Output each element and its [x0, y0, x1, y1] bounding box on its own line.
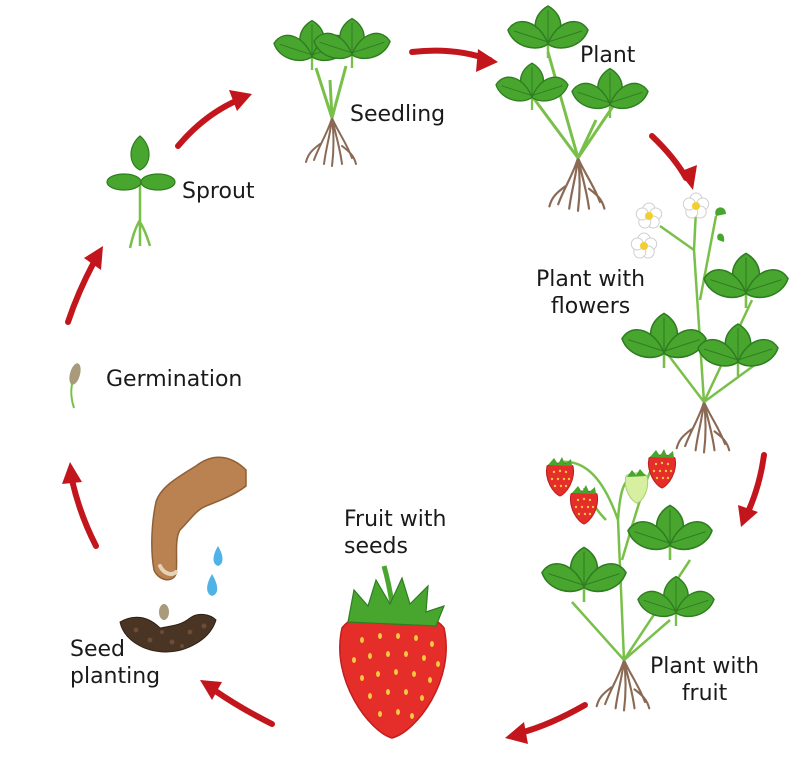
red-arrow-icon [65, 246, 103, 325]
leaf-icon [106, 135, 176, 191]
stage-label-germination: Germination [106, 367, 243, 392]
leaf-icon [540, 546, 628, 604]
hand-icon [151, 456, 247, 581]
stage-label-plant-with-flowers: Plant with flowers [536, 267, 646, 319]
stage-label-seed-planting: Seed planting [70, 637, 161, 689]
stage-label-plant: Plant [580, 43, 636, 68]
red-arrow-icon [505, 702, 588, 744]
plant-illustration [494, 4, 650, 212]
flower-icon [682, 192, 710, 219]
plant-with-flowers-illustration [620, 192, 790, 454]
seed-planting-illustration [119, 456, 247, 653]
leaf-icon [626, 504, 714, 562]
red-arrow-icon [62, 462, 99, 549]
strawberry-icon [569, 484, 599, 525]
leaf-icon [636, 575, 716, 628]
leaf-icon [702, 252, 790, 310]
leaf-icon [506, 4, 590, 60]
leaf-icon [494, 62, 570, 112]
leaf-icon [620, 312, 708, 370]
fruit-with-seeds-illustration [339, 565, 447, 739]
plant-with-fruit-illustration [540, 448, 716, 712]
red-arrow-icon [409, 47, 498, 72]
stage-label-sprout: Sprout [182, 179, 255, 204]
germination-illustration [69, 363, 81, 409]
red-arrow-icon [738, 452, 767, 527]
seed-icon [159, 604, 169, 620]
cycle-arrows [62, 47, 767, 744]
sprout-illustration [106, 135, 176, 249]
leaf-icon [570, 67, 650, 120]
strawberry-icon [339, 565, 447, 739]
strawberry-icon [647, 448, 677, 489]
leaf-icon [696, 322, 780, 378]
strawberry-icon [624, 469, 649, 504]
water-drop-icon [207, 546, 223, 596]
red-arrow-icon [200, 680, 275, 727]
soil-icon [119, 613, 217, 653]
strawberry-icon [545, 456, 575, 497]
flower-icon [635, 202, 663, 229]
red-arrow-icon [649, 133, 697, 190]
red-arrow-icon [175, 90, 252, 149]
stage-label-plant-with-fruit: Plant with fruit [650, 654, 760, 706]
flower-icon [630, 232, 658, 259]
seed-icon [69, 363, 81, 409]
seedling-illustration [272, 17, 392, 167]
stage-label-fruit-with-seeds: Fruit with seeds [344, 507, 447, 559]
stage-label-seedling: Seedling [350, 102, 446, 127]
